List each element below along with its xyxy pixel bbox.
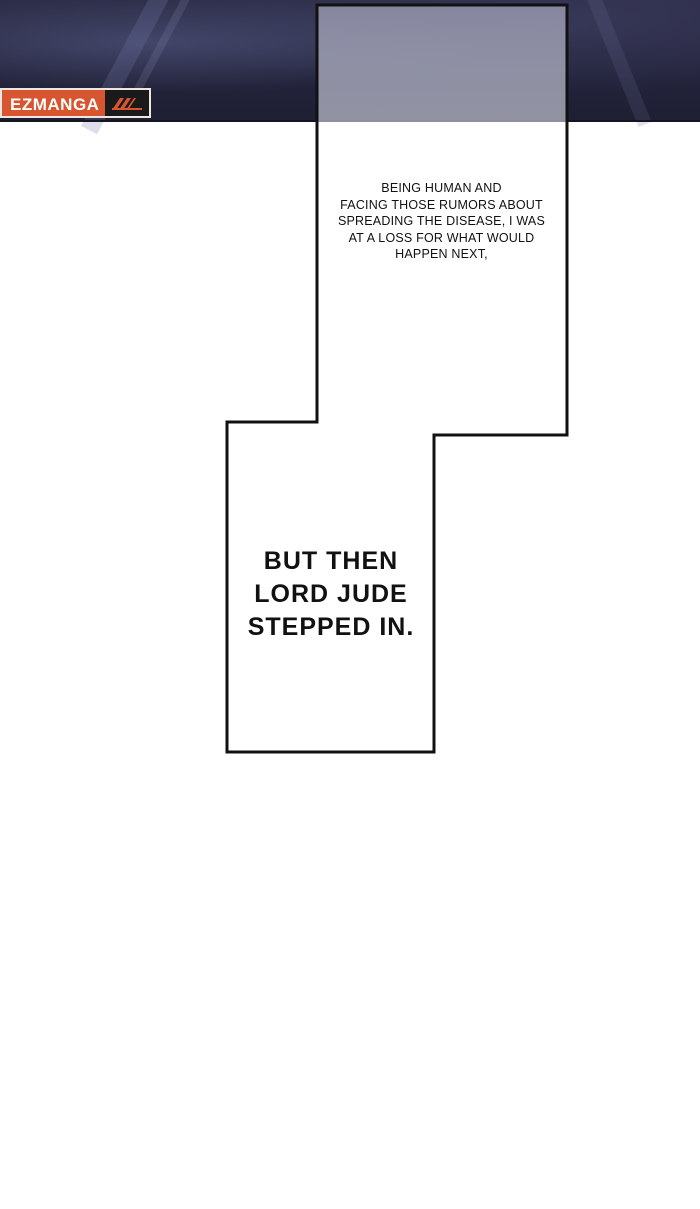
watermark-badge: EZMANGA: [0, 88, 152, 118]
narration-caption-large: BUT THEN LORD JUDE STEPPED IN.: [247, 547, 415, 641]
watermark-label: EZMANGA: [0, 88, 106, 118]
narration-caption-small: BEING HUMAN AND FACING THOSE RUMORS ABOU…: [337, 181, 546, 261]
ezmanga-logo-icon: [105, 88, 152, 118]
narration-box-outline: [225, 3, 569, 754]
narration-box-fade: [318, 122, 566, 130]
narration-box-tinted-top: [318, 6, 566, 122]
